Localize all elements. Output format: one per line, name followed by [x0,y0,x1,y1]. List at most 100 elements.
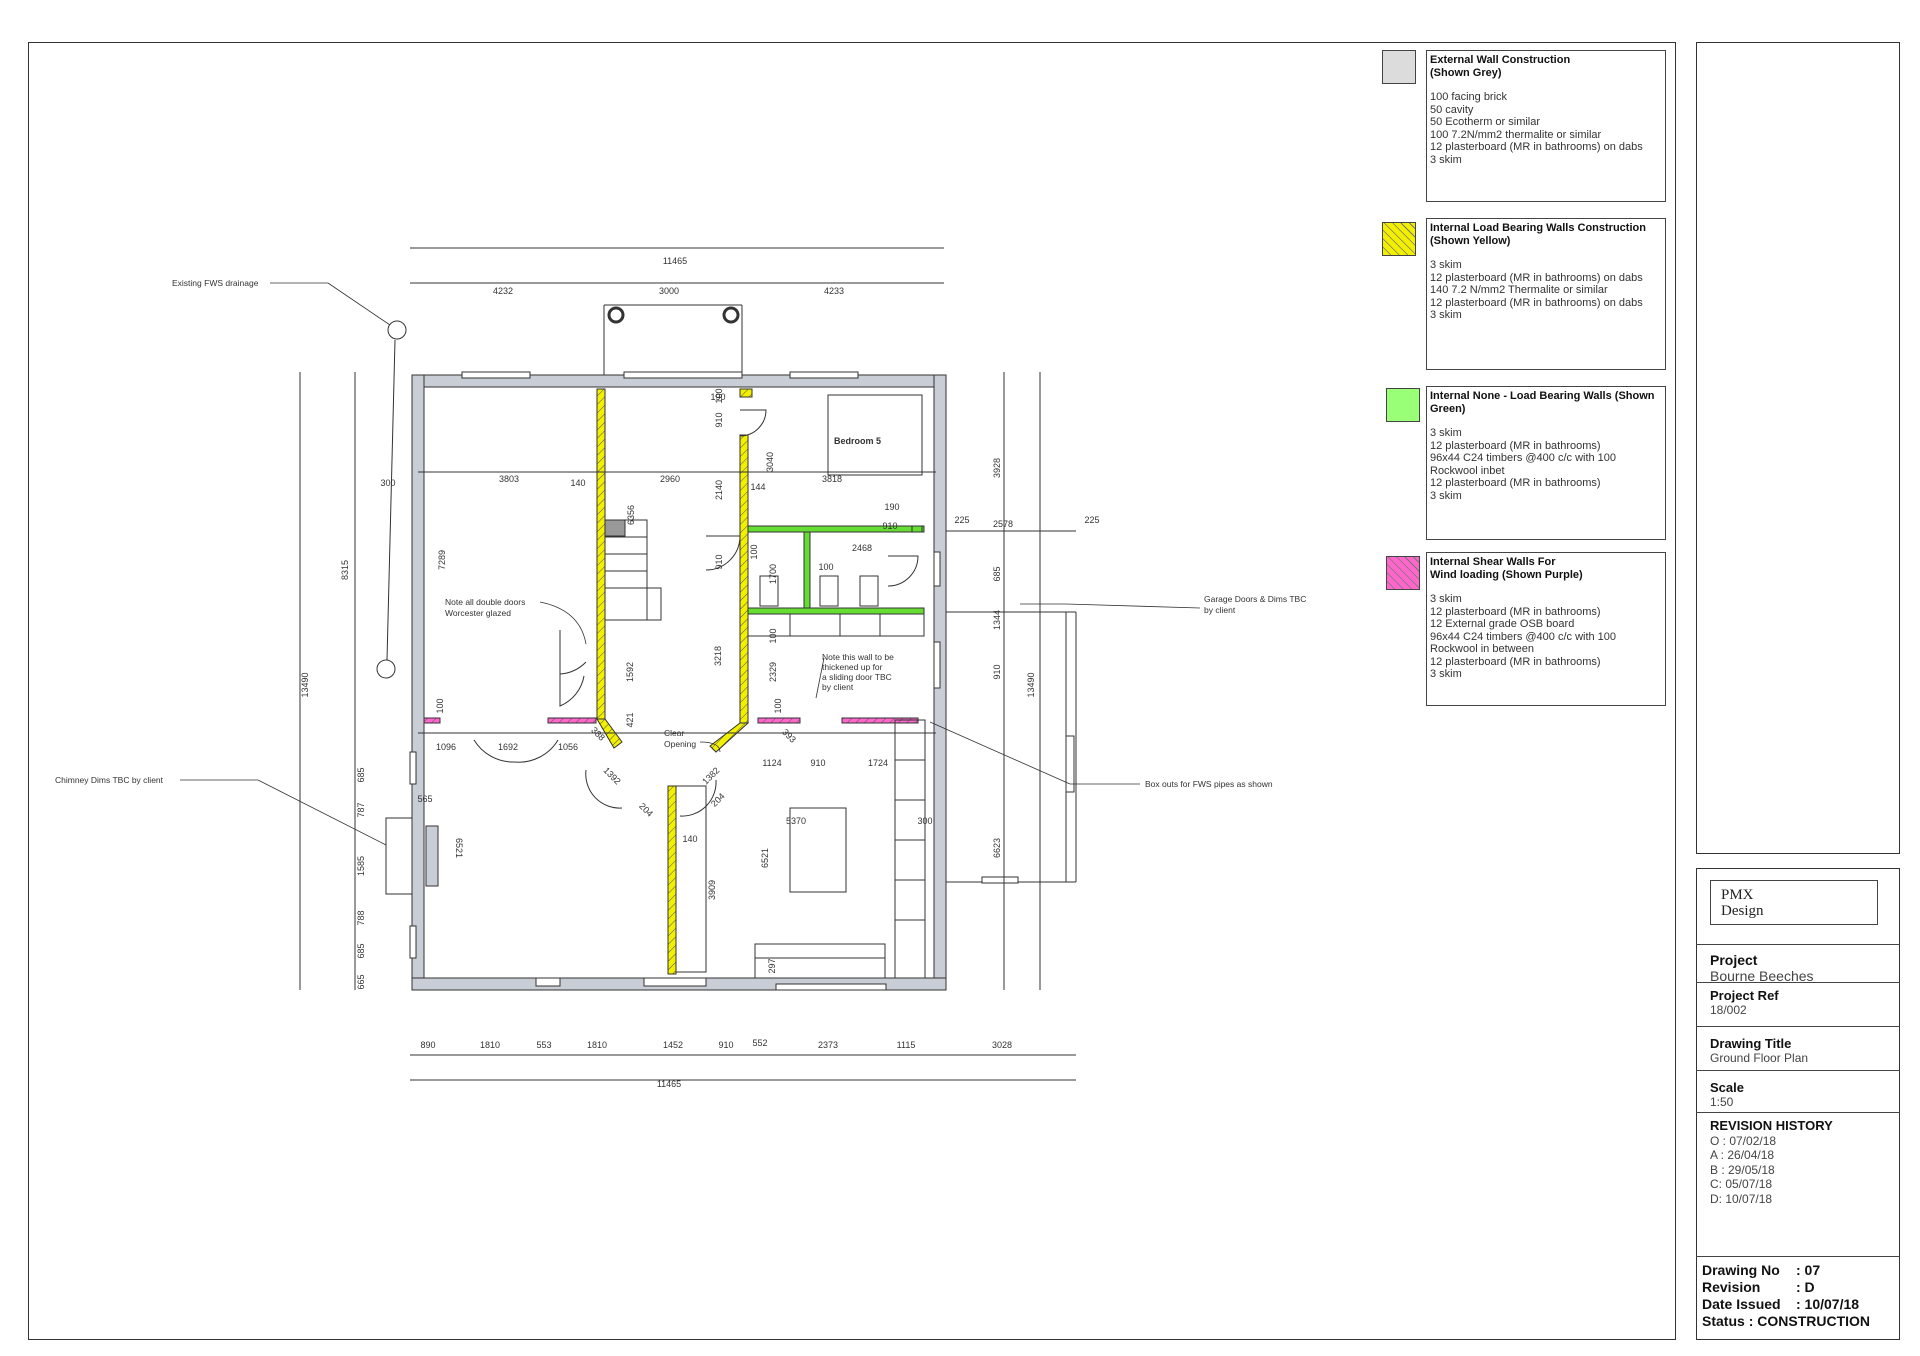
dim-inner: 225 [1084,515,1099,525]
legend-line: 3 skim [1430,427,1462,439]
dim-bottom-seg: 890 [420,1040,435,1050]
dim-inner: 565 [417,794,432,804]
legend-line: 12 plasterboard (MR in bathrooms) on dab… [1430,271,1643,284]
dim-inner: 100 [818,562,833,572]
legend-line: Rockwool in between [1430,643,1534,655]
legend-non-load-bearing: Internal None - Load Bearing Walls (Show… [1426,386,1666,540]
dim-inner: 910 [810,758,825,768]
legend-line: 140 7.2 N/mm2 Thermalite or similar [1430,284,1608,296]
title-block-frame [1696,868,1900,1340]
dim-left-seg: 685 [356,943,366,958]
note-fws-drainage: Existing FWS drainage [172,278,259,288]
dim-inner: 1382 [700,765,721,786]
note-clear-opening: Opening [664,739,696,749]
dim-left-seg: 1585 [356,856,366,876]
dim-inner: 6356 [626,505,636,525]
legend-line: 12 plasterboard (MR in bathrooms) on dab… [1430,296,1643,309]
legend-line: 100 7.2N/mm2 thermalite or similar [1430,128,1602,141]
dim-top-overall: 11465 [663,256,687,266]
project-ref-label: Project Ref [1710,988,1779,1003]
fws-drainage [376,304,743,679]
legend-line: 12 plasterboard (MR in bathrooms) [1430,655,1601,668]
revision-entry: O : 07/02/18 [1710,1133,1777,1148]
scale-label: Scale [1710,1080,1744,1095]
legend-line: 12 plasterboard (MR in bathrooms) on dab… [1430,141,1643,153]
drawing-no-label: Drawing No [1702,1262,1780,1278]
legend-line: 50 cavity [1430,103,1474,116]
dim-inner: 1124 [762,758,781,768]
legend-title: Internal Load Bearing Walls Construction [1430,222,1646,234]
legend-swatch-shear [1386,556,1420,590]
dim-inner: 204 [709,791,727,809]
dim-inner: 225 [954,515,969,525]
revision-value: : D [1796,1279,1815,1295]
dim-inner: 140 [570,478,585,488]
drawing-title-value: Ground Floor Plan [1710,1051,1809,1065]
dim-inner: 6521 [454,838,464,858]
dim-right-mid2: 1344 [992,610,1002,630]
legend-swatch-load-bearing [1382,222,1416,256]
dim-inner: 100 [773,698,783,713]
dim-left-seg: 685 [356,767,366,782]
legend-line: 3 skim [1430,489,1462,502]
dim-inner: 1096 [436,742,456,752]
dim-inner: 100 [768,628,778,643]
dim-inner: 2329 [768,662,778,682]
legend-line: 12 plasterboard (MR in bathrooms) [1430,477,1601,489]
legend-line: 3 skim [1430,259,1462,271]
legend-title: Green) [1430,402,1466,415]
leader-lines [180,282,1201,846]
legend-external-wall: External Wall Construction (Shown Grey) … [1426,50,1666,202]
legend-line: 12 plasterboard (MR in bathrooms) [1430,605,1601,618]
note-wall: by client [822,682,854,692]
dim-left-seg: 787 [356,802,366,817]
dim-inner: 204 [637,801,655,819]
dim-inner: 7289 [437,550,447,570]
legend-load-bearing: Internal Load Bearing Walls Construction… [1426,218,1666,370]
legend-title: Wind loading (Shown Purple) [1430,568,1583,581]
legend-swatch-external [1382,50,1416,84]
legend-title: (Shown Grey) [1430,66,1502,79]
note-wall: a sliding door TBC [822,672,892,682]
dim-inner: 1056 [558,742,578,752]
dim-bottom-seg: 553 [536,1040,551,1050]
project-label: Project [1710,952,1758,968]
dim-bottom-seg: 910 [718,1040,733,1050]
revision-entry: B : 29/05/18 [1710,1162,1775,1177]
dim-bottom-seg: 1115 [897,1040,916,1050]
status-label: Status [1702,1313,1745,1329]
date-issued-label: Date Issued [1702,1296,1781,1312]
dim-right-lower: 6623 [992,838,1002,858]
dim-left-seg: 788 [356,910,366,925]
drawing-info-cell [1696,1256,1900,1340]
dim-inner: 1392 [602,765,623,786]
dim-bottom-seg: 1452 [663,1040,683,1050]
dim-left-upper: 8315 [340,560,350,580]
legend-title: (Shown Yellow) [1430,234,1511,247]
room-label: Bedroom 5 [834,436,881,446]
legend-line: 12 External grade OSB board [1430,618,1575,630]
dim-inner: 2468 [852,543,872,553]
chimney [385,817,413,895]
note-wall: Note this wall to be [822,652,894,662]
revision-entry: C: 05/07/18 [1710,1177,1773,1191]
windows [409,371,941,991]
dim-right-upper: 3928 [992,458,1002,478]
company-logo: PMX Design [1710,880,1878,925]
scale-value: 1:50 [1710,1095,1734,1109]
dim-inner: 1592 [625,662,635,682]
status-value: : CONSTRUCTION [1748,1313,1871,1329]
project-ref-cell: Project Ref 18/002 [1696,982,1900,1026]
scale-cell: Scale 1:50 [1696,1070,1900,1112]
dim-inner: 297 [767,958,777,973]
dim-inner: 140 [682,834,697,844]
revision-entry: D: 10/07/18 [1710,1191,1773,1206]
dim-inner: 300 [380,478,395,488]
note-chimney: Chimney Dims TBC by client [55,775,164,785]
internal-details [473,394,1077,979]
legend-line: 100 facing brick [1430,91,1508,103]
logo-line: Design [1721,903,1764,919]
note-garage: by client [1204,605,1236,615]
dim-inner: 6521 [760,848,770,868]
